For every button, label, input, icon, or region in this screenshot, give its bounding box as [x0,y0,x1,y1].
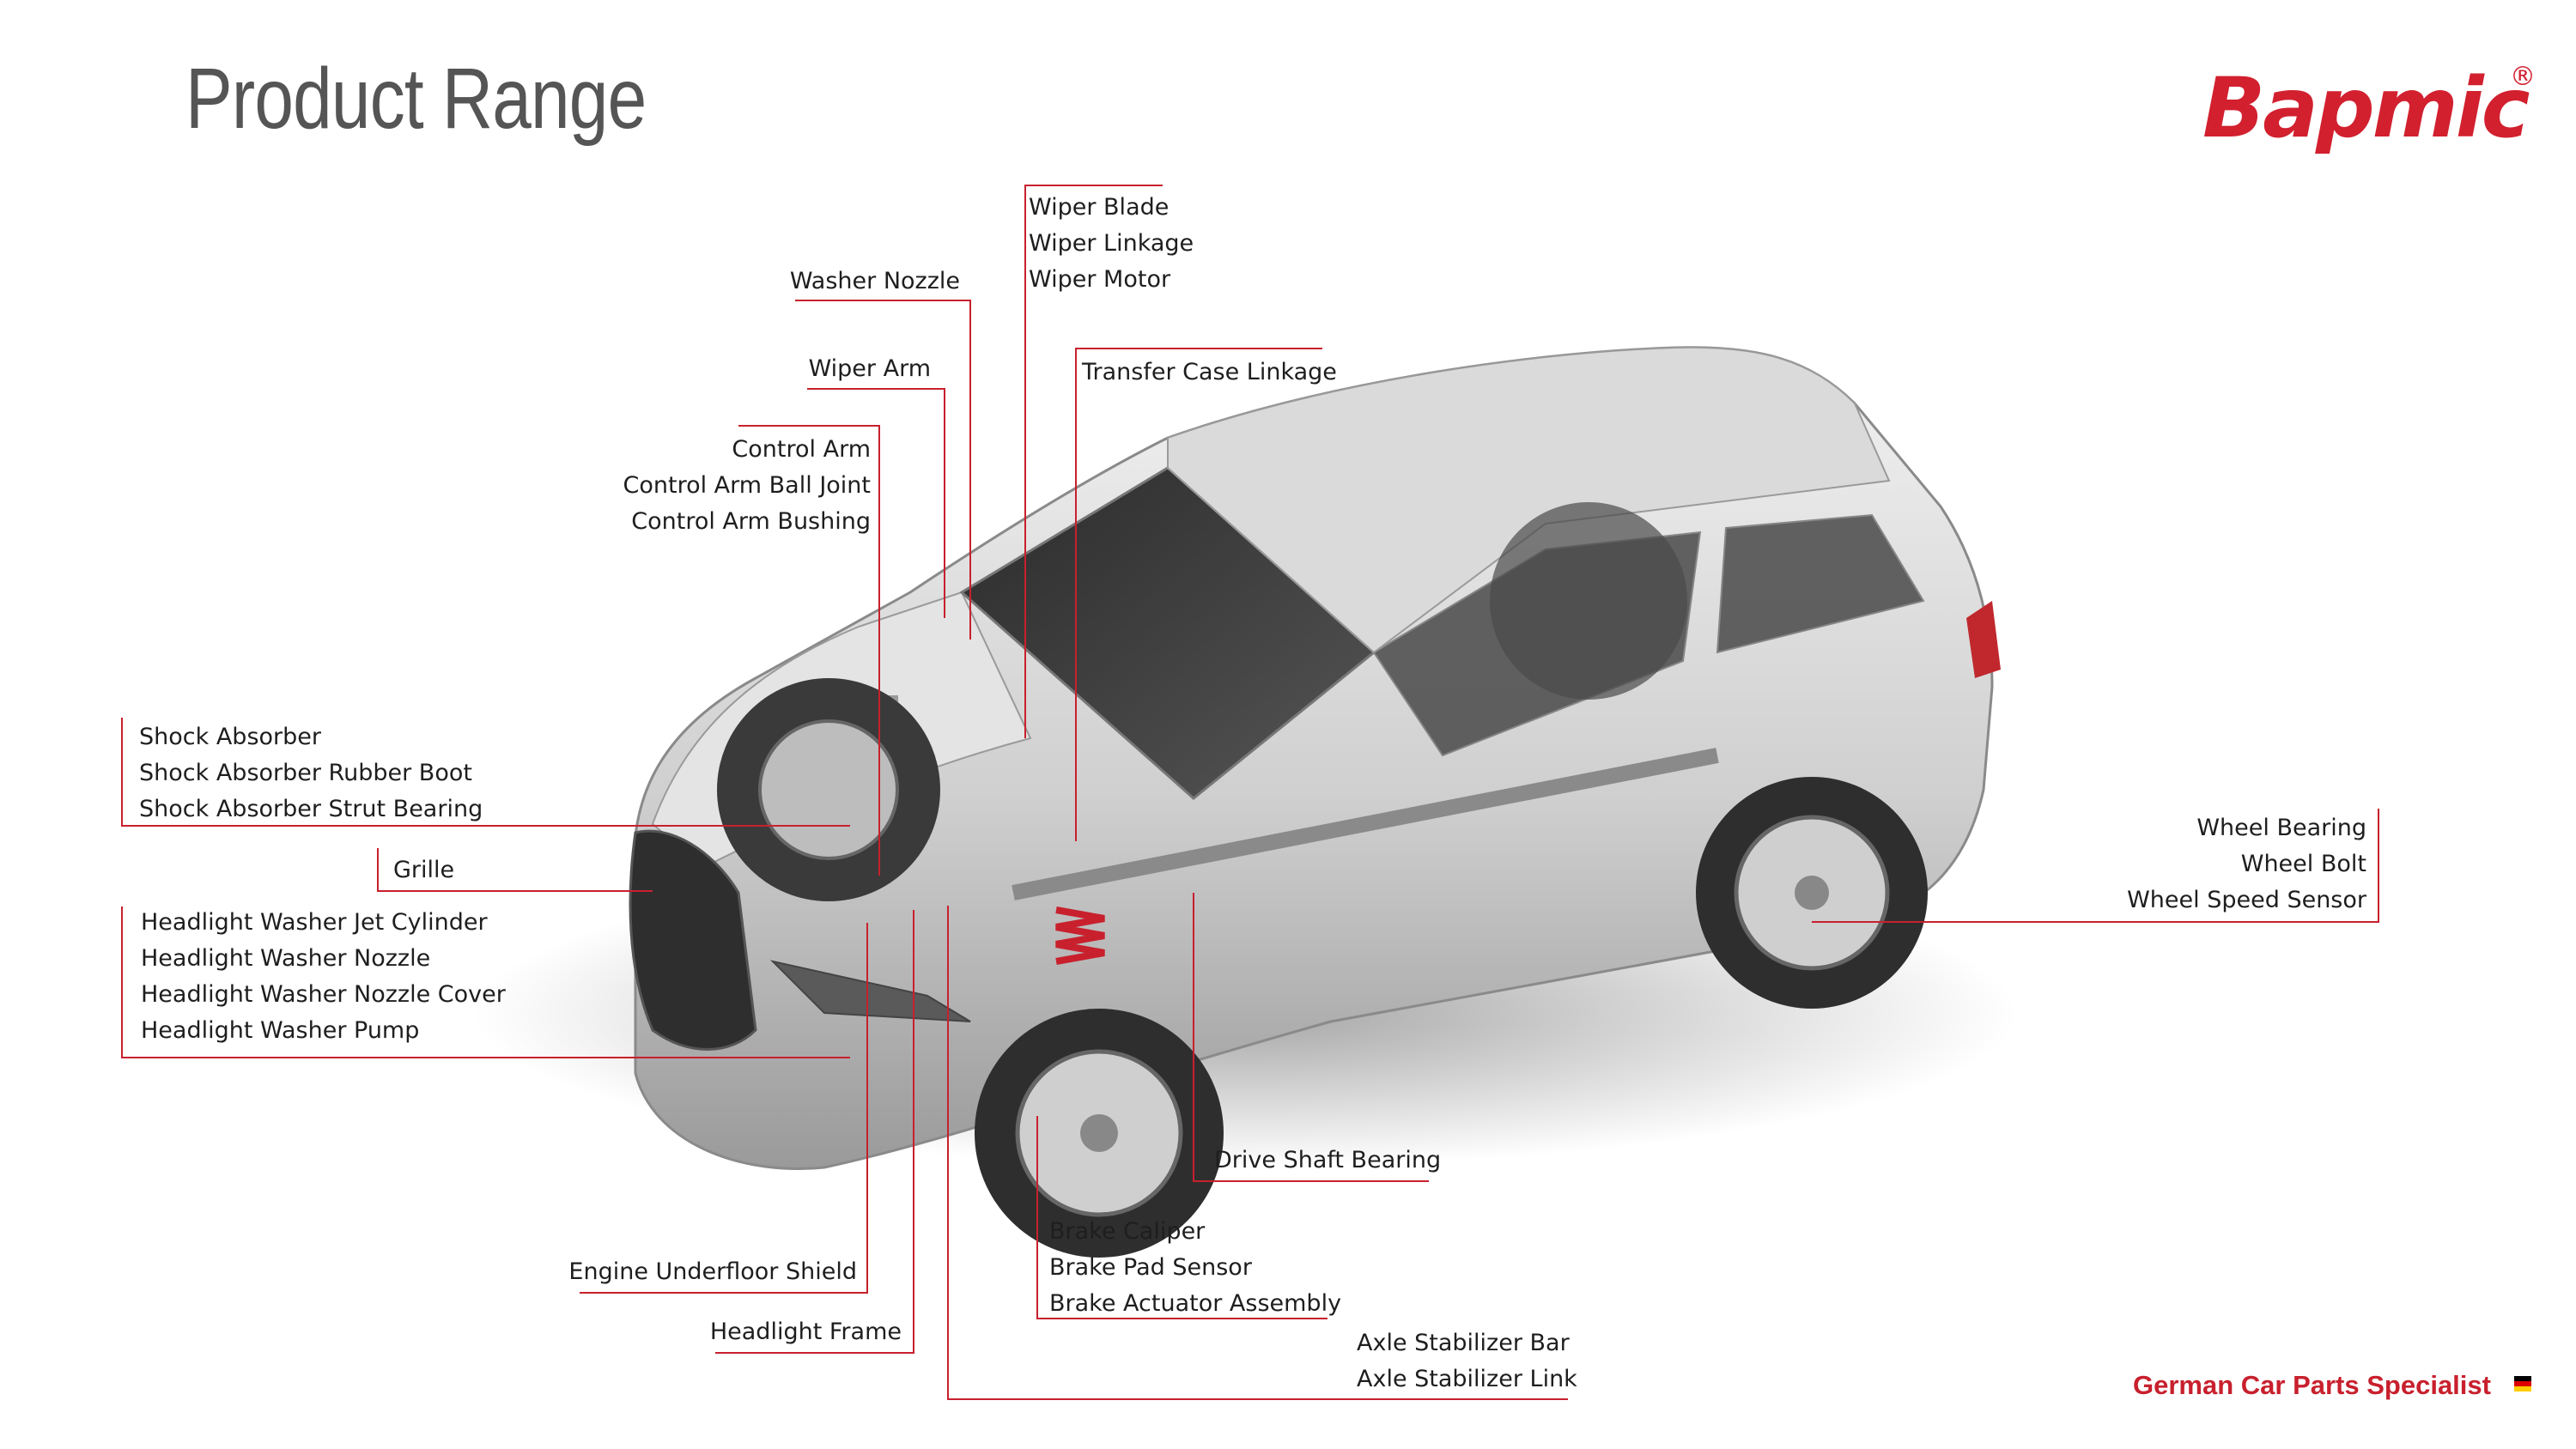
registered-mark: ® [2510,62,2536,92]
brand-tagline: German Car Parts Specialist [2133,1370,2491,1400]
drive-shaft [1012,748,1719,900]
leader-transfer-case [1075,348,1322,841]
label-shock: Shock Absorber Shock Absorber Rubber Boo… [139,724,483,822]
label-grille: Grille [393,857,455,883]
leader-brake [1036,1116,1327,1319]
label-headlight-frame: Headlight Frame [709,1319,902,1345]
label-underfloor: Engine Underfloor Shield [568,1258,857,1285]
label-headlight-washer: Headlight Washer Jet Cylinder Headlight … [141,909,506,1044]
rear-wheel-left [1490,502,1687,700]
leader-headlight-washer [121,906,850,1058]
label-brake: Brake Caliper Brake Pad Sensor Brake Act… [1049,1218,1342,1317]
side-window-rear [1716,513,1925,654]
leader-grille [377,848,653,892]
leader-axle [947,906,1568,1400]
leader-wheel [1812,809,2379,923]
grille-shape [629,829,757,1051]
label-washer-nozzle: Washer Nozzle [789,268,960,294]
leader-drive-shaft [1193,893,1429,1182]
label-wheel: Wheel Bearing Wheel Bolt Wheel Speed Sen… [2127,815,2366,913]
page-title: Product Range [185,51,647,147]
middle-spring [1055,906,1105,965]
label-axle: Axle Stabilizer Bar Axle Stabilizer Link [1357,1330,1577,1392]
german-flag-icon [2514,1376,2531,1391]
label-transfer-case: Transfer Case Linkage [1082,359,1337,385]
headlight-shape [769,960,971,1022]
leader-wiper [1024,185,1163,738]
roof [1167,346,1891,654]
label-drive-shaft: Drive Shaft Bearing [1214,1147,1442,1173]
flag-stripe-red [2514,1381,2531,1386]
brand-logo: Bapmic ® [2202,60,2537,163]
front-wheel-left [717,678,940,901]
tail-light-shape [1966,601,2001,678]
leader-wiper-arm [807,388,945,618]
flag-stripe-black [2514,1376,2531,1381]
brand-logo-text: Bapmic [2202,60,2530,156]
leader-shock [121,718,850,827]
label-wiper-arm: Wiper Arm [808,355,931,382]
flag-stripe-gold [2514,1386,2531,1391]
leader-underfloor [580,923,868,1294]
label-wiper: Wiper Blade Wiper Linkage Wiper Motor [1029,194,1194,293]
leader-washer-nozzle [795,300,971,640]
rear-wheel-right [1696,777,1928,1009]
leader-control-arm [738,425,880,876]
label-control-arm: Control Arm Control Arm Ball Joint Contr… [623,436,872,535]
leader-headlight-frame [715,910,914,1354]
